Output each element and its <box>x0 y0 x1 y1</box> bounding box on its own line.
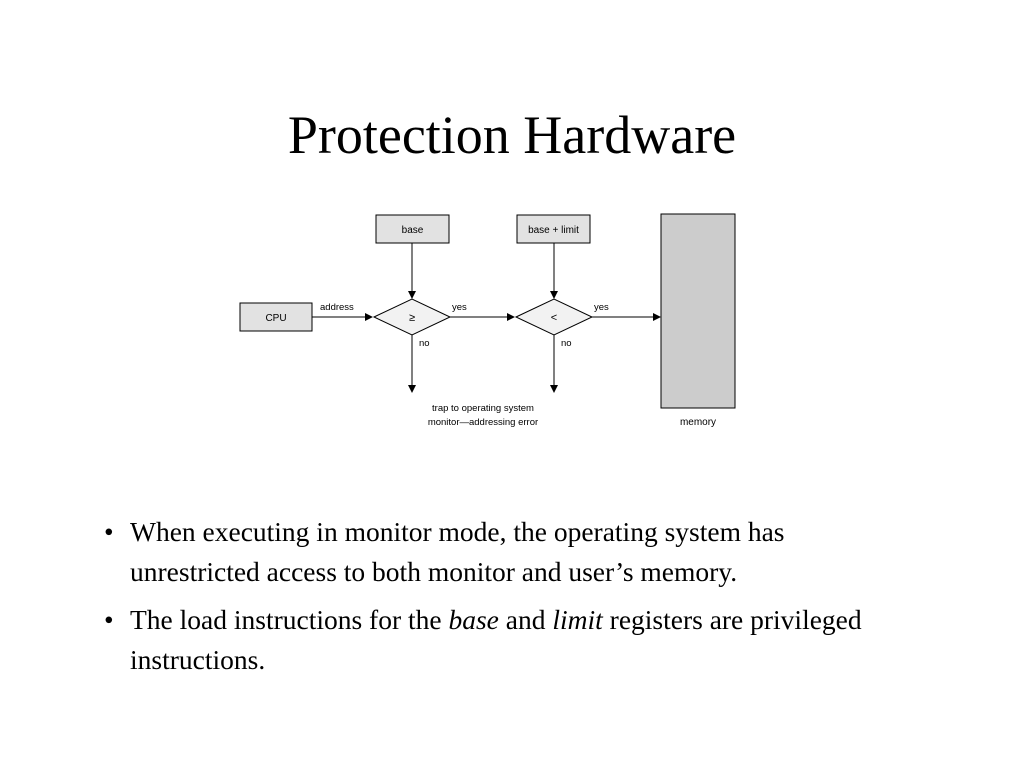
bullet-dot: • <box>104 516 114 547</box>
limit-term: limit <box>552 604 603 635</box>
bullet-text: When executing in monitor mode, the oper… <box>130 516 785 587</box>
yes-label-2: yes <box>594 302 609 313</box>
trap-label-line-2: monitor—addressing error <box>428 417 538 428</box>
bullet-dot: • <box>104 604 114 635</box>
cpu-label: CPU <box>265 313 286 324</box>
bullet-text-prefix: The load instructions for the <box>130 604 449 635</box>
trap-label-line-1: trap to operating system <box>432 403 534 414</box>
base-register-box <box>375 214 450 244</box>
base-limit-register-box <box>516 214 591 244</box>
no-label-2: no <box>561 338 572 349</box>
memory-label: memory <box>680 417 716 428</box>
no-label-1: no <box>419 338 430 349</box>
bullet-item-privileged-instructions: • The load instructions for the base and… <box>104 600 864 680</box>
slide-title: Protection Hardware <box>287 105 737 165</box>
base-limit-register-label: base + limit <box>528 225 579 236</box>
memory-block <box>660 213 736 409</box>
bullet-list: • When executing in monitor mode, the op… <box>104 512 864 688</box>
cpu-box <box>239 302 313 332</box>
less-than-symbol: < <box>551 312 557 324</box>
address-label: address <box>320 302 354 313</box>
yes-label-1: yes <box>452 302 467 313</box>
bullet-text-suffix: registers are privileged instructions. <box>130 604 862 675</box>
base-term: base <box>448 604 499 635</box>
bullet-text-mid: and <box>498 604 553 635</box>
bullet-item-monitor-mode: • When executing in monitor mode, the op… <box>104 512 864 592</box>
greater-equal-symbol: ≥ <box>409 312 415 324</box>
base-register-label: base <box>402 225 424 236</box>
